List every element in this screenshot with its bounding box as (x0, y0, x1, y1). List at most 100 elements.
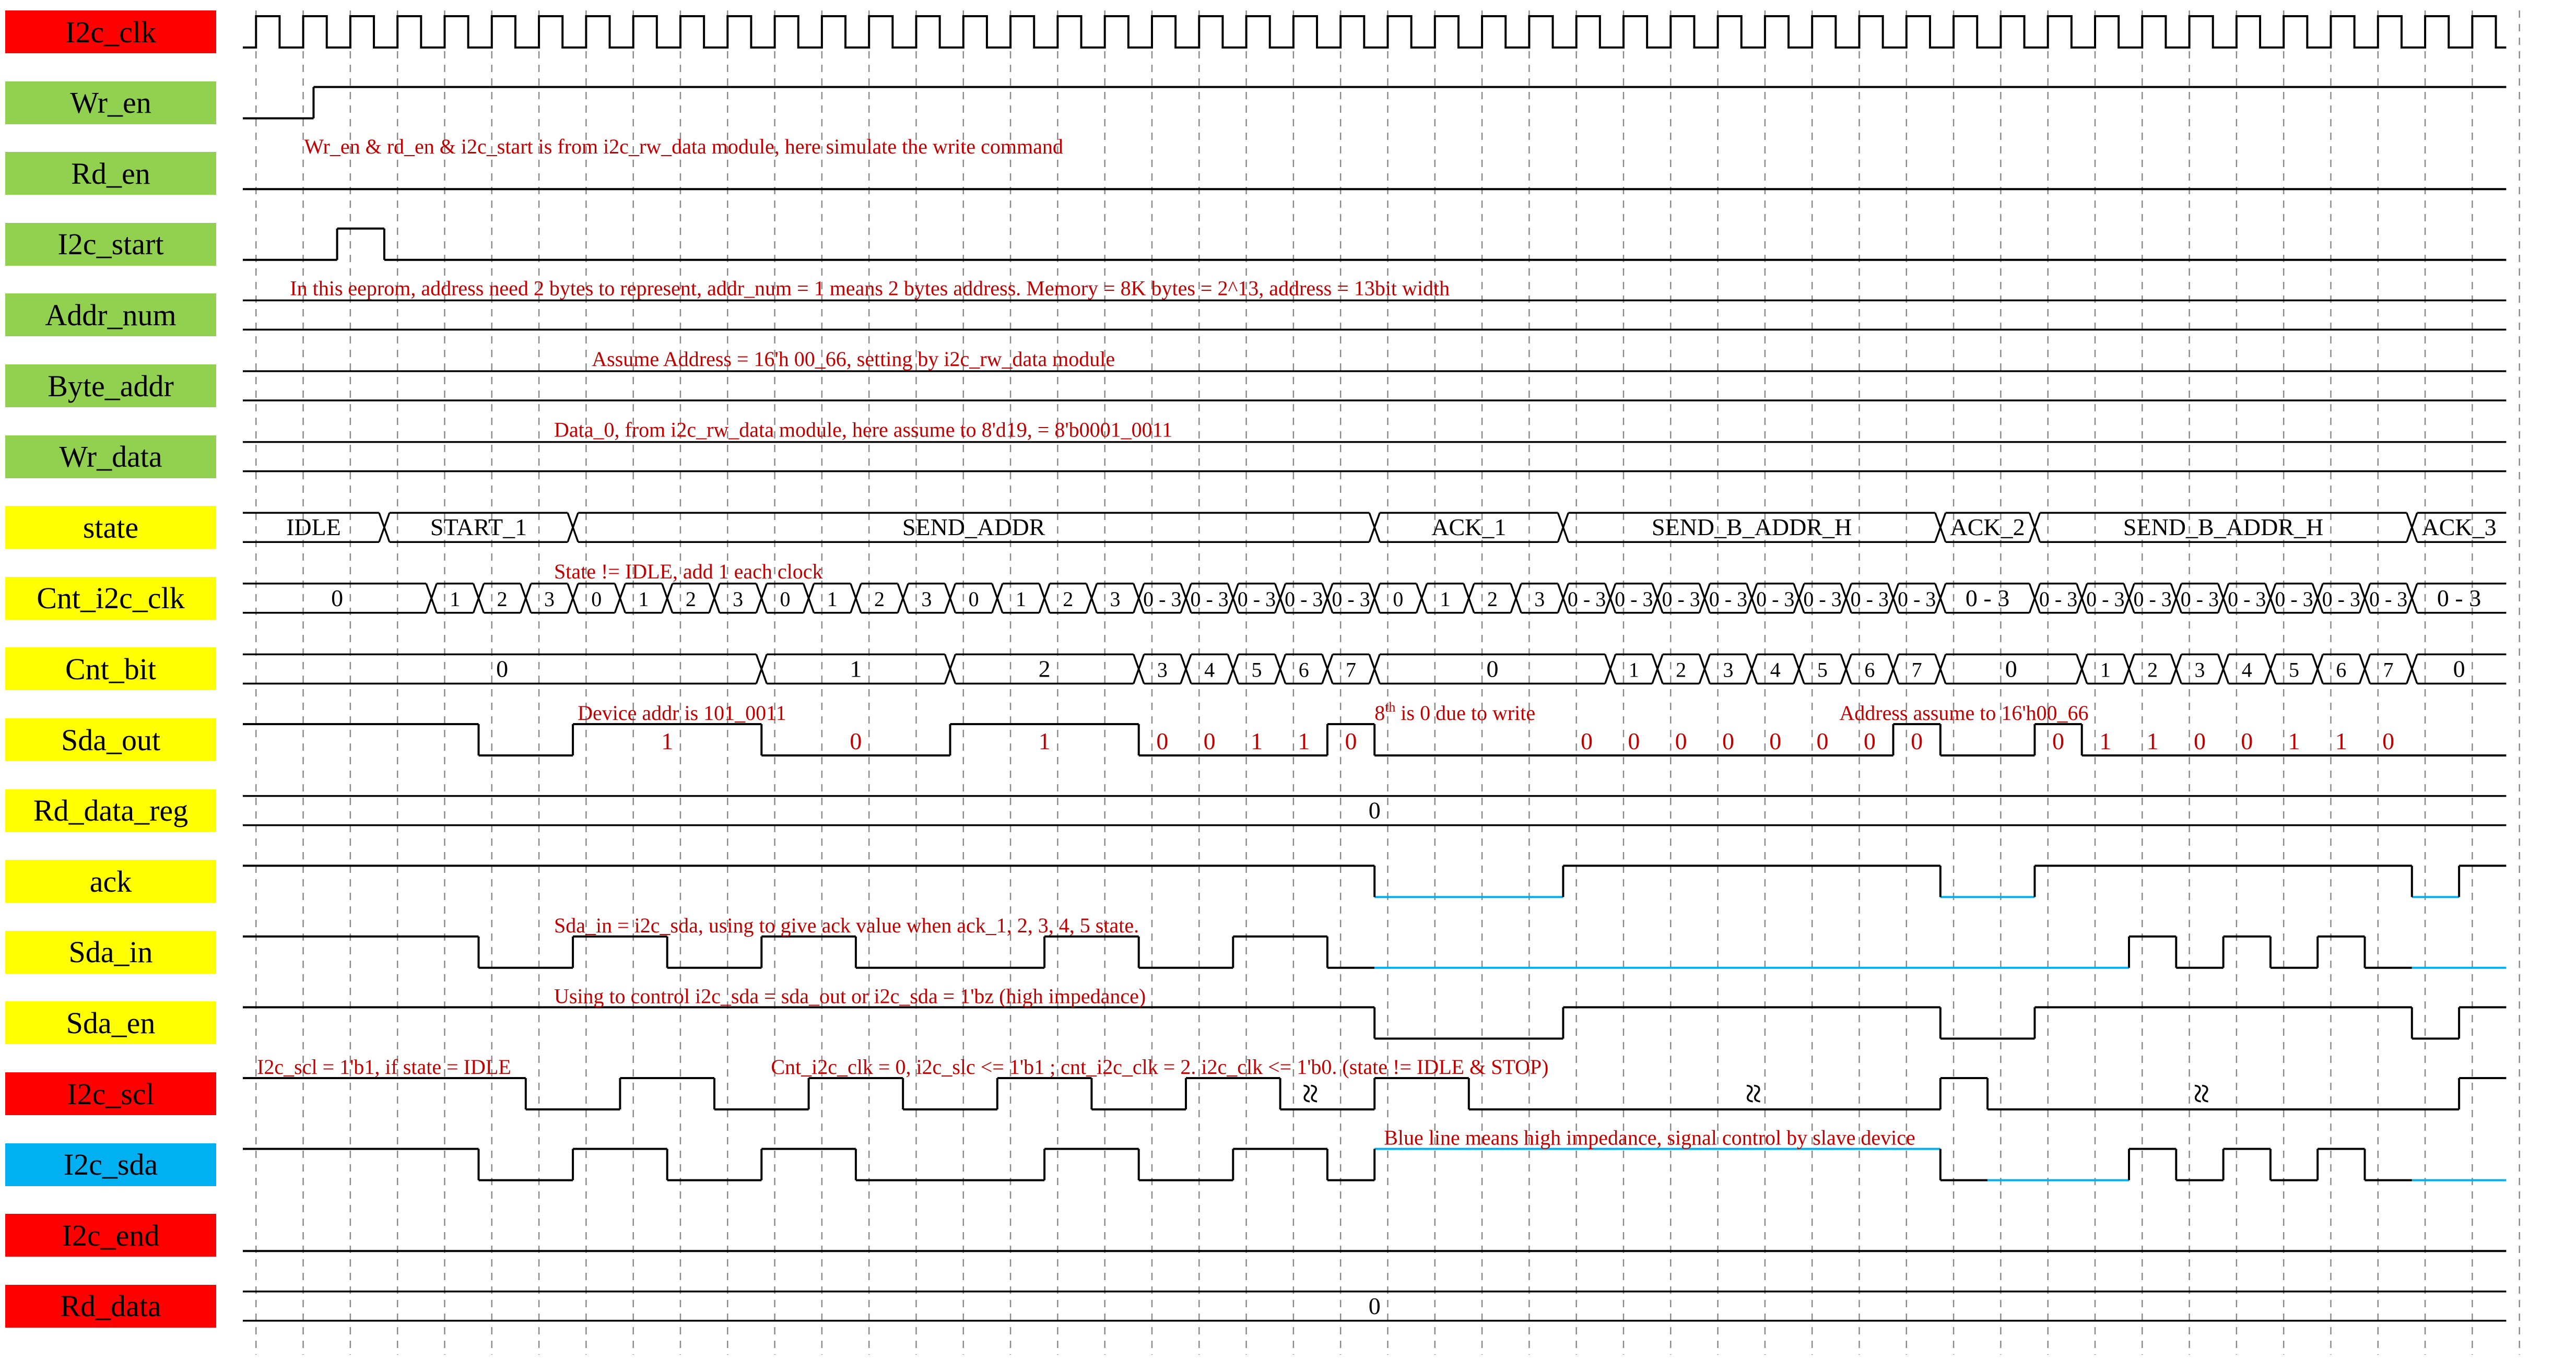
bus-value: ACK_3 (2422, 514, 2497, 540)
bus-transition (1415, 583, 1428, 613)
wave-ack (243, 865, 2507, 898)
bus-transition (2076, 583, 2088, 613)
bus-value: 0 - 3 (1756, 587, 1794, 611)
bus-value: 0 - 3 (1568, 587, 1606, 611)
bus-value: 0 - 3 (2275, 587, 2313, 611)
bus-transition (2406, 654, 2418, 684)
annotation-text: Using to control i2c_sda = sda_out or i2… (554, 984, 1146, 1008)
bus-transition (2123, 654, 2135, 684)
bus-transition (1227, 654, 1239, 684)
bus-transition (2170, 583, 2182, 613)
bus-transition (802, 583, 815, 613)
bus-transition (1557, 583, 1570, 613)
bus-value: 3 (1534, 587, 1545, 611)
bus-transition (1321, 583, 1334, 613)
signal-label-wr-data: Wr_data (5, 435, 216, 478)
sda-bit-label: 1 (2335, 728, 2347, 754)
bus-value: 2 (874, 587, 885, 611)
bus-transition (1698, 654, 1711, 684)
bus-value: 1 (639, 587, 649, 611)
wave-i2c-start (243, 227, 2507, 261)
bus-transition (2217, 654, 2230, 684)
signal-label-wr-en: Wr_en (5, 81, 216, 124)
sda-bit-label: 0 (1204, 728, 1216, 754)
bus-value: 0 (1369, 1293, 1381, 1319)
bus-transition (1368, 654, 1381, 684)
annotation-text: Sda_in = i2c_sda, using to give ack valu… (554, 914, 1139, 937)
bus-value: 0 (969, 587, 979, 611)
signal-label-state: state (5, 506, 216, 549)
bus-transition (2123, 583, 2135, 613)
bus-value: 0 - 3 (1898, 587, 1936, 611)
signal-label-i2c-start: I2c_start (5, 222, 216, 266)
bus-value: 3 (2194, 658, 2205, 681)
bus-byte-addr (243, 370, 2507, 401)
sda-bit-label: 0 (1911, 728, 1923, 754)
annotation-text: In this eeprom, address need 2 bytes to … (290, 276, 1450, 300)
annotations: Wr_en & rd_en & i2c_start is from i2c_rw… (257, 135, 2088, 1149)
signal-label-ack: ack (5, 860, 216, 903)
sda-bit-label: 0 (1581, 728, 1593, 754)
bus-value: 4 (1770, 658, 1781, 681)
break-mark: ≈ (1733, 1084, 1773, 1104)
wave-sda-out (243, 723, 2507, 756)
bus-transition (1651, 654, 1664, 684)
sda-bit-label: 1 (2288, 728, 2300, 754)
bus-transition (1604, 583, 1617, 613)
bus-value: 7 (1912, 658, 1922, 681)
bus-transition (1793, 583, 1805, 613)
bus-transition (1793, 654, 1805, 684)
bus-transition (1698, 583, 1711, 613)
bus-value: 7 (2383, 658, 2394, 681)
bus-value: ACK_1 (1431, 514, 1506, 540)
bus-transition (1085, 583, 1098, 613)
bus-value: 0 - 3 (1709, 587, 1747, 611)
bus-transition (2028, 583, 2041, 613)
signal-label-i2c-sda: I2c_sda (5, 1143, 216, 1186)
bus-value: 1 (1440, 587, 1451, 611)
bus-value: 0 (591, 587, 602, 611)
bus-transition (2170, 654, 2182, 684)
signal-label-i2c-clk: I2c_clk (5, 10, 216, 53)
sda-bit-label: 1 (1039, 728, 1051, 754)
bus-transition (1934, 583, 1947, 613)
bus-transition (755, 654, 768, 684)
bus-transition (1274, 654, 1287, 684)
break-mark: ≈ (1290, 1084, 1330, 1104)
bus-value: 2 (1063, 587, 1073, 611)
sda-bit-label: 0 (2194, 728, 2206, 754)
bus-value: 6 (1864, 658, 1875, 681)
annotation-text: Blue line means high impedance, signal c… (1384, 1126, 1915, 1150)
wave-i2c-sda (243, 1148, 2507, 1181)
bus-value: 3 (1157, 658, 1168, 681)
bus-value: 0 - 3 (1966, 585, 2009, 611)
bus-transition (1887, 654, 1900, 684)
bus-transition (1133, 583, 1145, 613)
sda-bit-label: 0 (2052, 728, 2064, 754)
bus-addr-num (243, 299, 2507, 331)
bus-value: 3 (921, 587, 932, 611)
wave-i2c-scl (243, 1077, 2507, 1110)
signal-label-sda-in: Sda_in (5, 930, 216, 974)
bus-transition (1180, 583, 1192, 613)
annotation-text: Data_0, from i2c_rw_data module, here as… (554, 418, 1172, 442)
annotation-text: State != IDLE, add 1 each clock (554, 560, 823, 583)
annotation-text: Cnt_i2c_clk = 0, i2c_slc <= 1'b1 ; cnt_i… (771, 1055, 1548, 1079)
sda-bit-label: 0 (1864, 728, 1876, 754)
bus-transition (944, 654, 957, 684)
bus-value: ACK_2 (1950, 514, 2025, 540)
bus-transition (1934, 512, 1947, 542)
bus-transition (1133, 654, 1145, 684)
wave-wr-en (243, 86, 2507, 120)
bus-transition (2217, 583, 2230, 613)
bus-transition (2406, 583, 2418, 613)
bus-value: 0 - 3 (1662, 587, 1700, 611)
bus-transition (1510, 583, 1522, 613)
bus-transition (1745, 654, 1758, 684)
bus-value: 1 (2100, 658, 2111, 681)
annotation-text: Wr_en & rd_en & i2c_start is from i2c_rw… (304, 135, 1063, 158)
bus-value: 5 (2289, 658, 2299, 681)
